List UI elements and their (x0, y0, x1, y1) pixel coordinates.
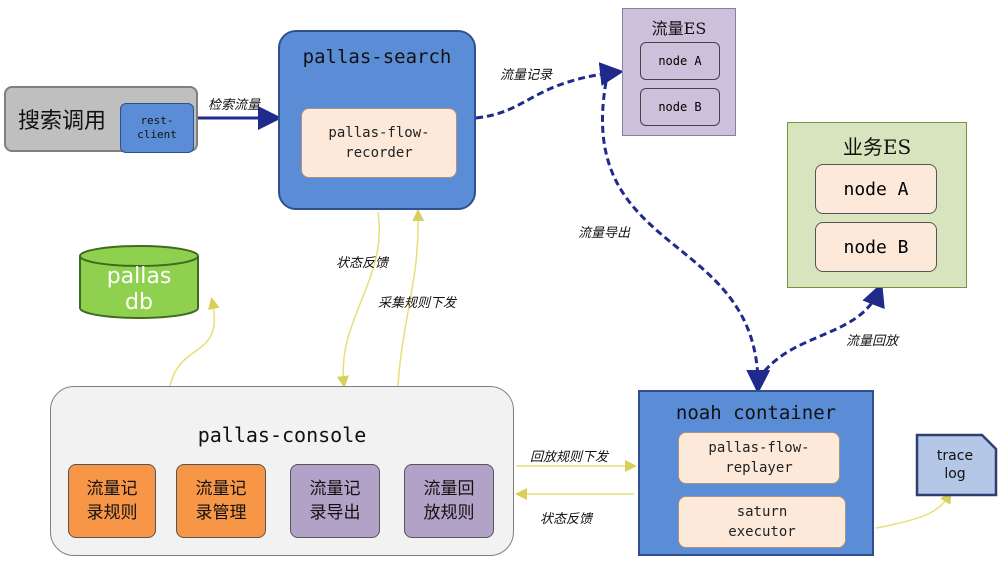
flow-es-node-b-label: node B (658, 100, 702, 114)
edge-label-collect-rule-dispatch: 采集规则下发 (378, 296, 457, 311)
pallas-db-label: pallas db (106, 264, 172, 315)
flow-es-title: 流量ES (651, 19, 707, 38)
saturn-executor-label: saturn executor (728, 504, 796, 540)
trace-log-shape[interactable] (914, 432, 1000, 498)
pallas-db-cylinder[interactable] (76, 244, 202, 322)
trace-log-label-wrap: trace log (914, 432, 996, 498)
pallas-flow-recorder-box[interactable]: pallas-flow- recorder (301, 108, 457, 178)
edge-label-flow-replay: 流量回放 (846, 334, 899, 349)
biz-es-node-b[interactable]: node B (815, 222, 937, 272)
pallas-flow-replayer-label: pallas-flow- replayer (708, 440, 810, 476)
rest-client-label: rest- client (137, 114, 177, 141)
module-flow-record-export-label: 流量记 录导出 (309, 479, 361, 523)
module-flow-record-rules-label: 流量记 录规则 (86, 479, 138, 523)
flow-record-arrow (475, 62, 624, 120)
flow-es-node-a[interactable]: node A (640, 42, 720, 80)
flow-es-node-b[interactable]: node B (640, 88, 720, 126)
trace-log-arrow (875, 491, 952, 529)
module-flow-replay-rules-label: 流量回 放规则 (423, 479, 475, 523)
search-call-label: 搜索调用 (18, 109, 107, 134)
edge-label-flow-record: 流量记录 (500, 68, 553, 83)
pallas-flow-recorder-label: pallas-flow- recorder (328, 125, 430, 161)
module-flow-record-rules[interactable]: 流量记 录规则 (68, 464, 156, 538)
flow-replay-arrow (756, 282, 885, 381)
module-flow-record-manage-label: 流量记 录管理 (195, 479, 247, 523)
pallas-console-title: pallas-console (197, 423, 367, 447)
noah-container-title: noah container (675, 402, 837, 424)
flow-es-node-a-label: node A (658, 54, 702, 68)
biz-es-node-b-label: node B (843, 236, 909, 258)
module-flow-replay-rules[interactable]: 流量回 放规则 (404, 464, 494, 538)
edge-label-flow-export: 流量导出 (578, 226, 631, 241)
pallas-flow-replayer-box[interactable]: pallas-flow- replayer (678, 432, 840, 484)
module-flow-record-export[interactable]: 流量记 录导出 (290, 464, 380, 538)
module-flow-record-manage[interactable]: 流量记 录管理 (176, 464, 266, 538)
rest-client-box[interactable]: rest- client (120, 103, 194, 153)
saturn-executor-box[interactable]: saturn executor (678, 496, 846, 548)
biz-es-node-a[interactable]: node A (815, 164, 937, 214)
edge-label-status-feedback-bottom: 状态反馈 (540, 512, 593, 527)
edge-label-retrieve-flow: 检索流量 (208, 98, 261, 113)
pallas-db-label-wrap: pallas db (76, 262, 202, 318)
trace-log-label: trace log (936, 448, 974, 482)
status-feedback-top-arrow (336, 211, 380, 388)
pallas-search-title: pallas-search (302, 46, 452, 68)
edge-label-replay-rule-dispatch: 回放规则下发 (530, 450, 609, 465)
biz-es-node-a-label: node A (843, 178, 909, 200)
db-link-arrow (169, 297, 220, 387)
collect-rule-dispatch-arrow (397, 209, 425, 387)
biz-es-title: 业务ES (842, 135, 912, 159)
edge-label-status-feedback-top: 状态反馈 (336, 256, 389, 271)
